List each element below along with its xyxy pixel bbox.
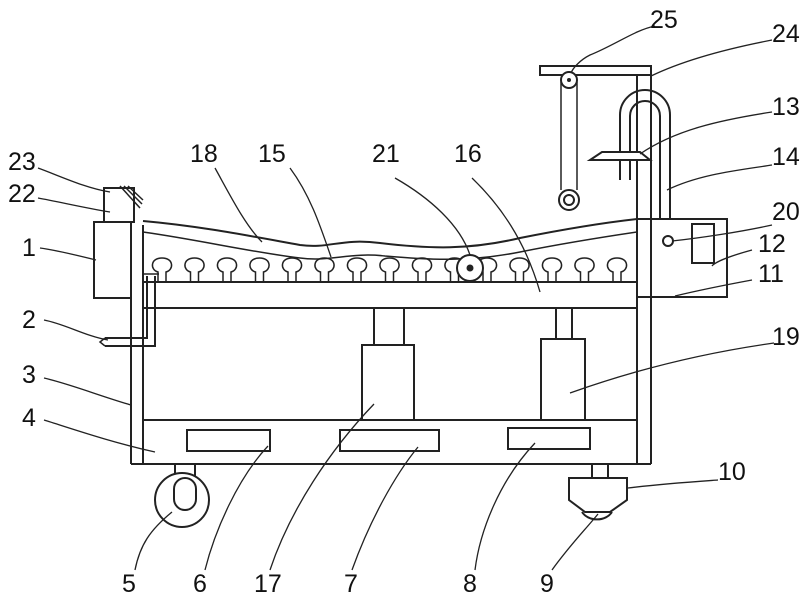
spring xyxy=(185,258,204,282)
label-25: 25 xyxy=(650,6,678,34)
spring xyxy=(607,258,626,282)
label-1: 1 xyxy=(22,234,36,262)
spring xyxy=(250,258,269,282)
label-9: 9 xyxy=(540,570,554,598)
storage-box-middle xyxy=(340,430,439,451)
label-21: 21 xyxy=(372,140,400,168)
indicator-light xyxy=(663,236,673,246)
label-14: 14 xyxy=(772,143,800,171)
label-3: 3 xyxy=(22,361,36,389)
spring xyxy=(315,258,334,282)
label-18: 18 xyxy=(190,140,218,168)
left-caster-wheel xyxy=(155,464,209,527)
lift-cylinder-right xyxy=(541,308,585,420)
right-control-box xyxy=(651,219,727,297)
label-5: 5 xyxy=(122,570,136,598)
label-15: 15 xyxy=(258,140,286,168)
label-24: 24 xyxy=(772,20,800,48)
spring xyxy=(347,258,366,282)
mattress-top xyxy=(143,219,637,247)
label-12: 12 xyxy=(758,230,786,258)
spring xyxy=(217,258,236,282)
pulley-arm xyxy=(540,66,651,75)
mattress-layer xyxy=(143,232,637,259)
label-16: 16 xyxy=(454,140,482,168)
storage-box-right xyxy=(508,428,590,449)
label-22: 22 xyxy=(8,180,36,208)
spring-row xyxy=(152,258,626,282)
control-slot xyxy=(692,224,714,263)
spring xyxy=(510,258,529,282)
label-7: 7 xyxy=(344,570,358,598)
label-6: 6 xyxy=(193,570,207,598)
label-8: 8 xyxy=(463,570,477,598)
storage-box-left xyxy=(187,430,270,451)
label-4: 4 xyxy=(22,404,36,432)
spring xyxy=(380,258,399,282)
spring xyxy=(282,258,301,282)
label-13: 13 xyxy=(772,93,800,121)
spring xyxy=(412,258,431,282)
spring xyxy=(575,258,594,282)
left-control-box xyxy=(94,222,131,298)
lift-cylinder-left xyxy=(362,308,414,420)
part-labels: 1 2 3 4 5 6 7 8 9 10 11 12 13 14 15 16 1… xyxy=(8,6,800,598)
label-11: 11 xyxy=(758,260,784,288)
right-box-flange xyxy=(637,219,651,297)
label-20: 20 xyxy=(772,198,800,226)
label-23: 23 xyxy=(8,148,36,176)
label-19: 19 xyxy=(772,323,800,351)
right-caster-wheel xyxy=(569,464,627,519)
label-17: 17 xyxy=(254,570,282,598)
label-10: 10 xyxy=(718,458,746,486)
label-2: 2 xyxy=(22,306,36,334)
roller-axle xyxy=(467,265,474,272)
spring xyxy=(542,258,561,282)
